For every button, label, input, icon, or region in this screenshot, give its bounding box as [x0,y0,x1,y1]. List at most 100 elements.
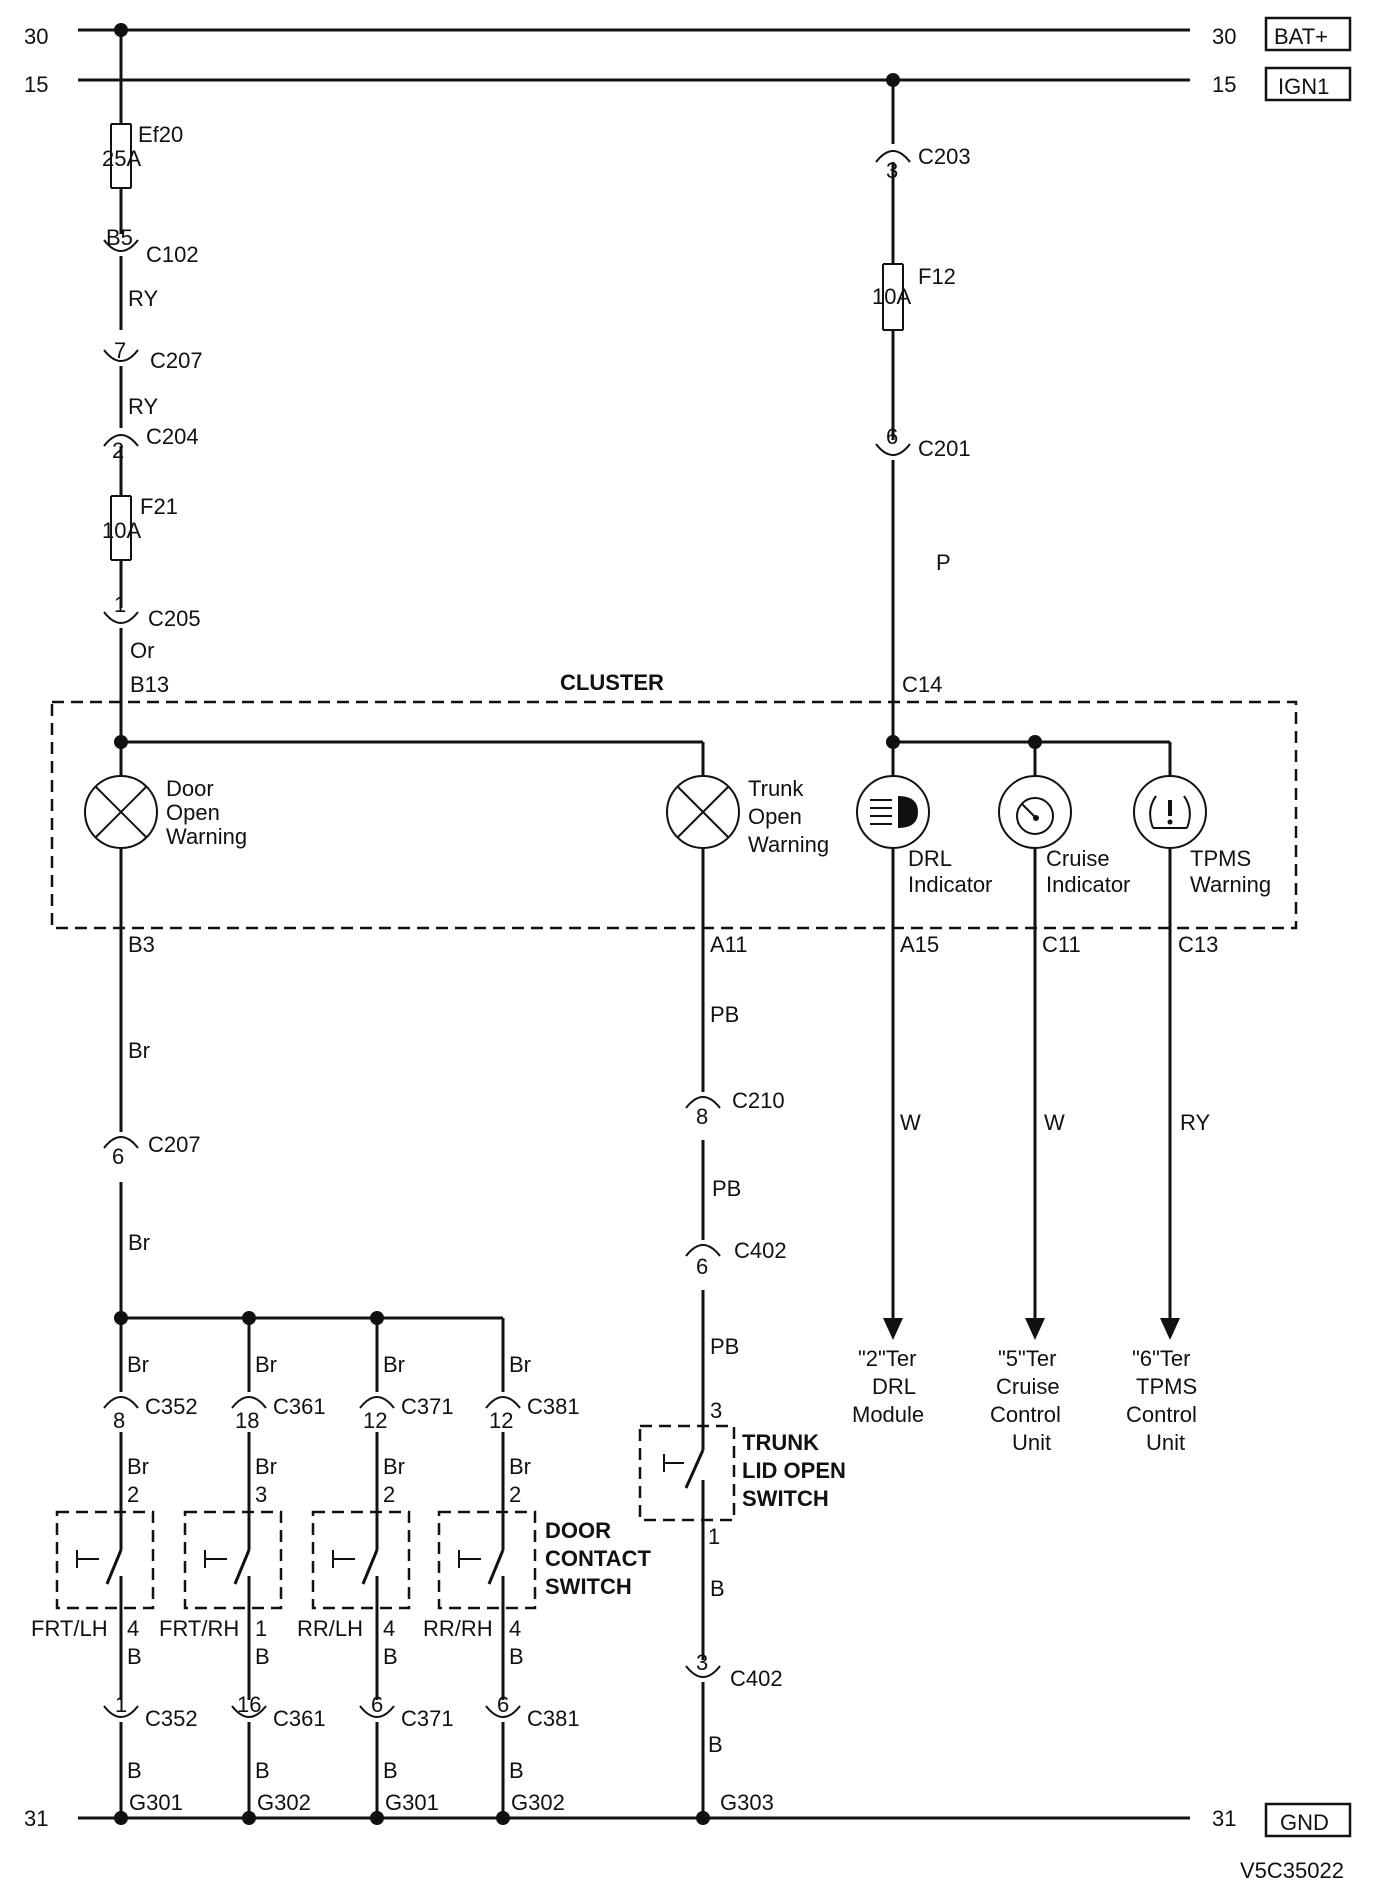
door-switch-label-line2: CONTACT [545,1546,651,1571]
branch-wire-gnd: B [255,1758,270,1783]
door-branch-frt-rh: Br 18 C361 Br 3 FRT/RH 1 B 16 C361 B G30… [159,1318,326,1825]
cluster-pin-a11: A11 [710,932,748,957]
arrow-down-icon [883,1318,903,1340]
tpms-label-line2: Warning [1190,872,1271,897]
connector-c203-symbol [875,150,911,163]
switch-actuator-icon [458,1550,481,1568]
branch-connector-bot-name: C361 [273,1706,326,1731]
branch-connector-bot-pin: 1 [115,1692,127,1717]
bat-tag: BAT+ [1274,24,1328,49]
connector-c204-symbol [103,434,139,447]
gnd-tag: GND [1280,1810,1329,1835]
tpms-dest-line1: "6"Ter [1132,1346,1190,1371]
connector-c207-bottom-name: C207 [148,1132,201,1157]
trunk-warning-line2: Open [748,804,802,829]
branch-position: FRT/LH [31,1616,108,1641]
fuse-f21-rating: 10A [102,518,141,543]
connector-c402-top-name: C402 [734,1238,787,1263]
connector-c402-top-symbol [685,1244,721,1257]
connector-c205-name: C205 [148,606,201,631]
cruise-indicator: Cruise Indicator [998,775,1130,897]
branch-connector-bot-pin: 6 [371,1692,383,1717]
door-warning-line1: Door [166,776,214,801]
connector-c210-symbol [685,1096,721,1109]
ign-tag-box [1264,66,1352,102]
branch-connector-top-symbol [103,1396,139,1409]
cluster-module: CLUSTER Door Open Warning Trunk Open Wa [50,670,1298,957]
tpms-dest-line3: Control [1126,1402,1197,1427]
fuse-f12-name: F12 [918,264,956,289]
connector-c201-symbol [875,443,911,456]
wire-color-or: Or [130,638,154,663]
connector-c201-name: C201 [918,436,971,461]
branch-connector-bot-pin: 6 [497,1692,509,1717]
trunk-switch-pin-top: 3 [710,1398,722,1423]
door-switch-label-line1: DOOR [545,1518,611,1543]
fuse-f12-symbol [882,263,904,331]
trunk-ground: G303 [720,1790,774,1815]
branch-switch-pin-bot: 4 [127,1616,139,1641]
branch-wire-mid: Br [127,1454,149,1479]
bat-rail-number-left: 30 [24,24,48,49]
door-switch-label-line3: SWITCH [545,1574,632,1599]
branch-wire-bot: B [127,1644,142,1669]
cluster-pin-c11: C11 [1042,932,1081,957]
connector-c102-symbol [103,239,139,252]
drl-label-line1: DRL [908,846,952,871]
branch-ground: G301 [129,1790,183,1815]
wire-color-p: P [936,550,951,575]
trunk-switch-label-line3: SWITCH [742,1486,829,1511]
branch-connector-bot-name: C352 [145,1706,198,1731]
branch-connector-bot-symbol [359,1705,395,1718]
drl-dest-line1: "2"Ter [858,1346,916,1371]
branch-connector-top-symbol [485,1396,521,1409]
branch-connector-top-pin: 8 [113,1408,125,1433]
cruise-label-line2: Indicator [1046,872,1130,897]
door-chain: Br 6 C207 Br DOOR CONTACT SWITCH [103,928,651,1599]
connector-c102-name: C102 [146,242,199,267]
branch-wire-bot: B [383,1644,398,1669]
connector-c201-pin: 6 [886,424,898,449]
left-feed: Ef20 25A B5 C102 RY 7 C207 RY 2 C204 F21… [102,23,203,742]
cruise-dest-line1: "5"Ter [998,1346,1056,1371]
trunk-warning-line3: Warning [748,832,829,857]
trunk-warning-line1: Trunk [748,776,804,801]
arrow-down-icon [1025,1318,1045,1340]
branch-connector-top-symbol [231,1396,267,1409]
ign-tag: IGN1 [1278,74,1329,99]
bat-tag-box [1264,16,1352,52]
connector-c210-pin: 8 [696,1104,708,1129]
tpms-dest-line4: Unit [1146,1430,1185,1455]
fuse-ef20-symbol [110,123,132,189]
cluster-pin-c14: C14 [902,672,942,697]
connector-c203-name: C203 [918,144,971,169]
wire-color-pb-3: PB [710,1334,739,1359]
cluster-pin-b13: B13 [130,672,169,697]
ground-rail: 31 31 GND [24,1802,1352,1838]
drl-headlamp-icon [856,775,930,849]
trunk-switch-label-line2: LID OPEN [742,1458,846,1483]
wire-color-w-drl: W [900,1110,921,1135]
tpms-warning: TPMS Warning [1133,775,1271,897]
branch-connector-top-symbol [359,1396,395,1409]
connector-c402-top-pin: 6 [696,1254,708,1279]
cruise-label-line1: Cruise [1046,846,1110,871]
switch-actuator-icon [332,1550,355,1568]
branch-switch-pin-top: 2 [383,1482,395,1507]
door-warning-line3: Warning [166,824,247,849]
branch-wire-mid: Br [383,1454,405,1479]
branch-wire-gnd: B [383,1758,398,1783]
door-switch-box [437,1510,537,1610]
door-open-warning-lamp: Door Open Warning [84,775,247,849]
figure-code: V5C35022 [1240,1858,1344,1883]
branch-ground: G301 [385,1790,439,1815]
ign-rail-number-left: 15 [24,72,48,97]
cruise-dest-line2: Cruise [996,1374,1060,1399]
door-branch-frt-lh: Br 8 C352 Br 2 FRT/LH 4 B 1 C352 B G301 [31,1318,198,1825]
branch-ground: G302 [257,1790,311,1815]
connector-c207-top-symbol [103,349,139,362]
trunk-switch-label-line1: TRUNK [742,1430,819,1455]
door-switch-box [183,1510,283,1610]
tpms-label-line1: TPMS [1190,846,1251,871]
branch-wire-gnd: B [509,1758,524,1783]
